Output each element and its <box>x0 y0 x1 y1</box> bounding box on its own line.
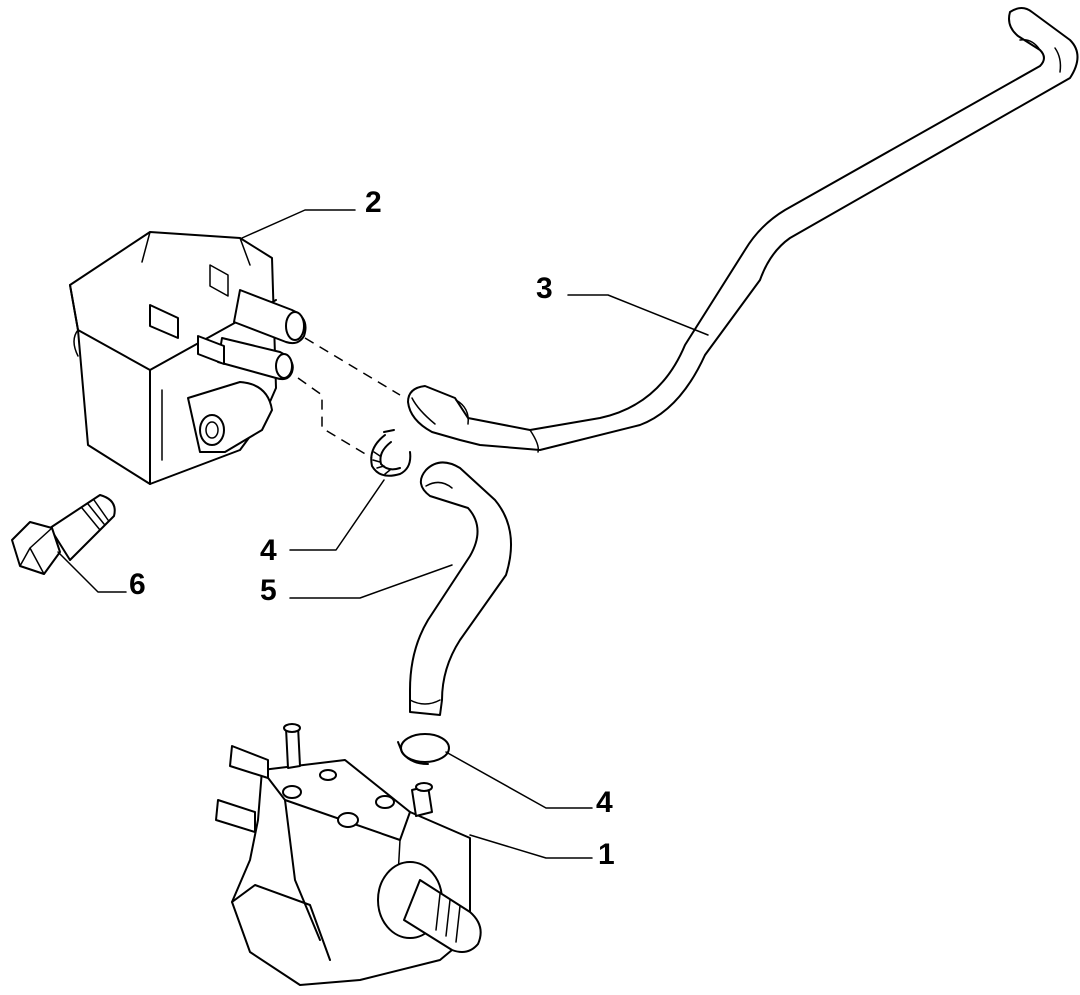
leader-4-lower <box>445 751 593 809</box>
callout-6: 6 <box>129 568 146 601</box>
leader-5 <box>289 564 453 599</box>
callout-1: 1 <box>598 838 615 871</box>
pump <box>215 723 482 986</box>
upper-hose-clamp <box>370 429 412 477</box>
assembly-guide-lines <box>297 337 401 459</box>
callout-4-lower: 4 <box>596 786 613 819</box>
leader-lines <box>57 209 709 859</box>
callout-4-upper: 4 <box>260 534 277 567</box>
bolt <box>11 494 116 575</box>
leader-6 <box>57 551 127 593</box>
lower-hose-clamp <box>397 733 450 765</box>
callout-2: 2 <box>365 186 382 219</box>
callout-labels: 2 3 4 5 6 4 1 <box>129 186 615 871</box>
leader-1 <box>469 834 593 859</box>
leader-2 <box>241 209 356 239</box>
filter-housing <box>69 231 307 485</box>
long-pipe <box>407 7 1079 453</box>
curved-hose <box>409 461 512 716</box>
leader-4-upper <box>289 479 385 551</box>
leader-3 <box>567 294 709 336</box>
callout-5: 5 <box>260 574 277 607</box>
callout-3: 3 <box>536 272 553 305</box>
